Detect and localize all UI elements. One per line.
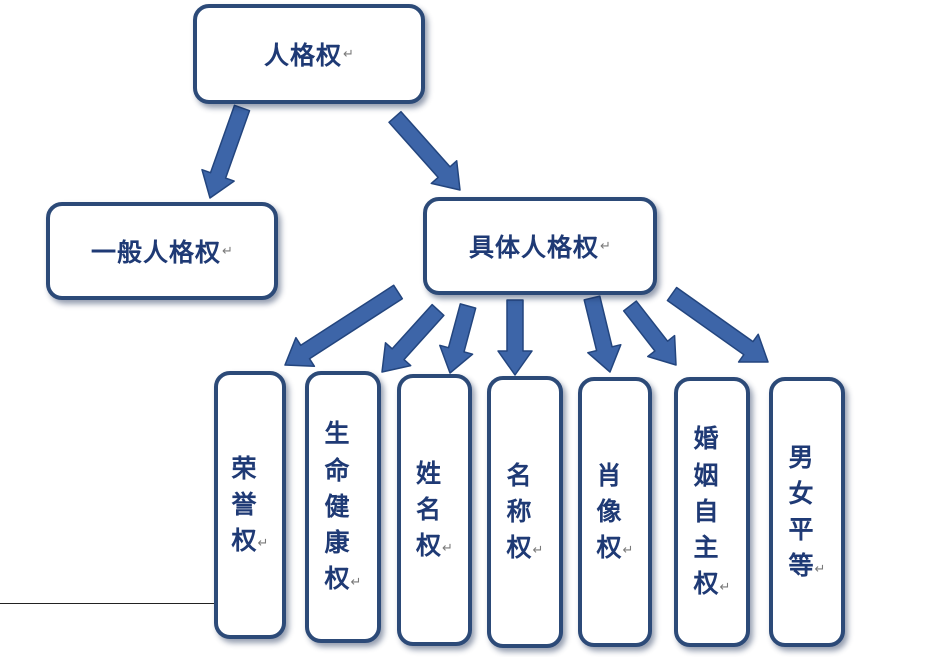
leaf-char: 名	[506, 460, 532, 490]
leaf-char: 誉	[231, 489, 257, 519]
arrow-specific-to-life	[381, 303, 445, 373]
general-node: 一般人格权↵	[46, 202, 278, 300]
leaf-char: 康	[324, 528, 350, 558]
specific-label: 具体人格权	[469, 233, 600, 262]
leaf-char: 肖	[596, 460, 622, 490]
general-label: 一般人格权	[91, 238, 222, 267]
root-label: 人格权	[264, 41, 343, 70]
return-mark-icon: ↵	[343, 46, 354, 62]
return-mark-icon: ↵	[222, 243, 233, 259]
leaf-char: 平	[788, 515, 814, 544]
specific-node: 具体人格权↵	[423, 197, 657, 295]
arrow-specific-to-name	[439, 303, 477, 374]
leaf-char: 女	[788, 478, 814, 508]
arrow-specific-to-portrait	[583, 295, 622, 373]
leaf-char: 权	[231, 526, 257, 556]
arrow-root-to-specific	[388, 110, 461, 191]
return-mark-icon: ↵	[600, 238, 611, 254]
leaf-node-gender-equality: 男 女 平 等 ↵	[769, 377, 845, 647]
return-mark-icon: ↵	[814, 561, 826, 577]
leaf-char: 权	[596, 533, 622, 563]
leaf-char: 权	[693, 569, 719, 599]
leaf-char: 名	[416, 494, 442, 524]
leaf-node-life-health: 生 命 健 康 权 ↵	[305, 371, 381, 643]
leaf-node-honor: 荣 誉 权 ↵	[214, 371, 286, 639]
return-mark-icon: ↵	[350, 574, 362, 590]
return-mark-icon: ↵	[719, 579, 731, 595]
leaf-char: 生	[324, 419, 350, 449]
leaf-node-portrait: 肖 像 权 ↵	[578, 377, 652, 647]
leaf-char: 自	[693, 496, 719, 526]
leaf-char: 主	[693, 533, 719, 563]
leaf-char: 婚	[693, 424, 719, 454]
root-node: 人格权↵	[193, 4, 425, 104]
leaf-char: 姓	[416, 458, 442, 488]
leaf-char: 称	[506, 496, 532, 526]
leaf-char: 荣	[231, 453, 257, 483]
arrow-specific-to-honor	[284, 284, 404, 368]
leaf-node-name: 姓 名 权 ↵	[397, 374, 472, 646]
leaf-char: 权	[324, 564, 350, 594]
leaf-char: 权	[506, 533, 532, 563]
return-mark-icon: ↵	[532, 543, 544, 559]
leaf-char: 权	[416, 531, 442, 561]
leaf-char: 等	[788, 551, 814, 581]
leaf-node-marriage: 婚 姻 自 主 权 ↵	[674, 377, 750, 647]
arrow-specific-to-marriage	[622, 300, 677, 366]
arrow-specific-to-title	[497, 299, 533, 376]
horizontal-rule-line	[0, 603, 214, 604]
leaf-char: 姻	[693, 460, 719, 490]
leaf-char: 健	[324, 491, 350, 521]
return-mark-icon: ↵	[257, 536, 269, 552]
leaf-char: 命	[324, 455, 350, 485]
arrow-root-to-general	[201, 104, 251, 199]
arrow-specific-to-gender	[666, 286, 769, 363]
return-mark-icon: ↵	[622, 543, 634, 559]
leaf-node-title: 名 称 权 ↵	[487, 376, 563, 648]
leaf-char: 男	[788, 442, 814, 472]
leaf-char: 像	[596, 496, 622, 526]
return-mark-icon: ↵	[442, 541, 453, 557]
